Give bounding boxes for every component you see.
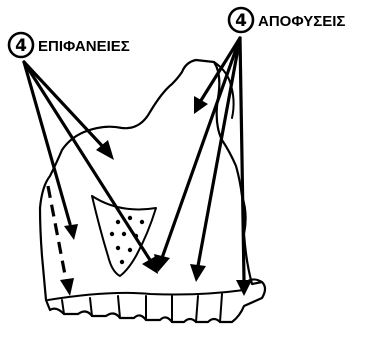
surfaces-text: ΕΠΙΦΑΝΕΙΕΣ [38,38,130,55]
dot [116,220,120,224]
processes-text: ΑΠΟΦΥΣΕΙΣ [258,13,345,30]
dot [120,260,124,264]
processes-label: 4 ΑΠΟΦΥΣΕΙΣ [229,8,345,32]
dot [122,232,126,236]
maxilla-bone [40,60,265,322]
dot [140,220,144,224]
surfaces-label: 4 ΕΠΙΦΑΝΕΙΕΣ [9,33,130,57]
dot [116,246,120,250]
processes-count: 4 [235,11,247,31]
dot [128,248,132,252]
dot [110,232,114,236]
dot [128,216,132,220]
surfaces-count: 4 [15,36,27,56]
bone-outline [40,60,265,322]
